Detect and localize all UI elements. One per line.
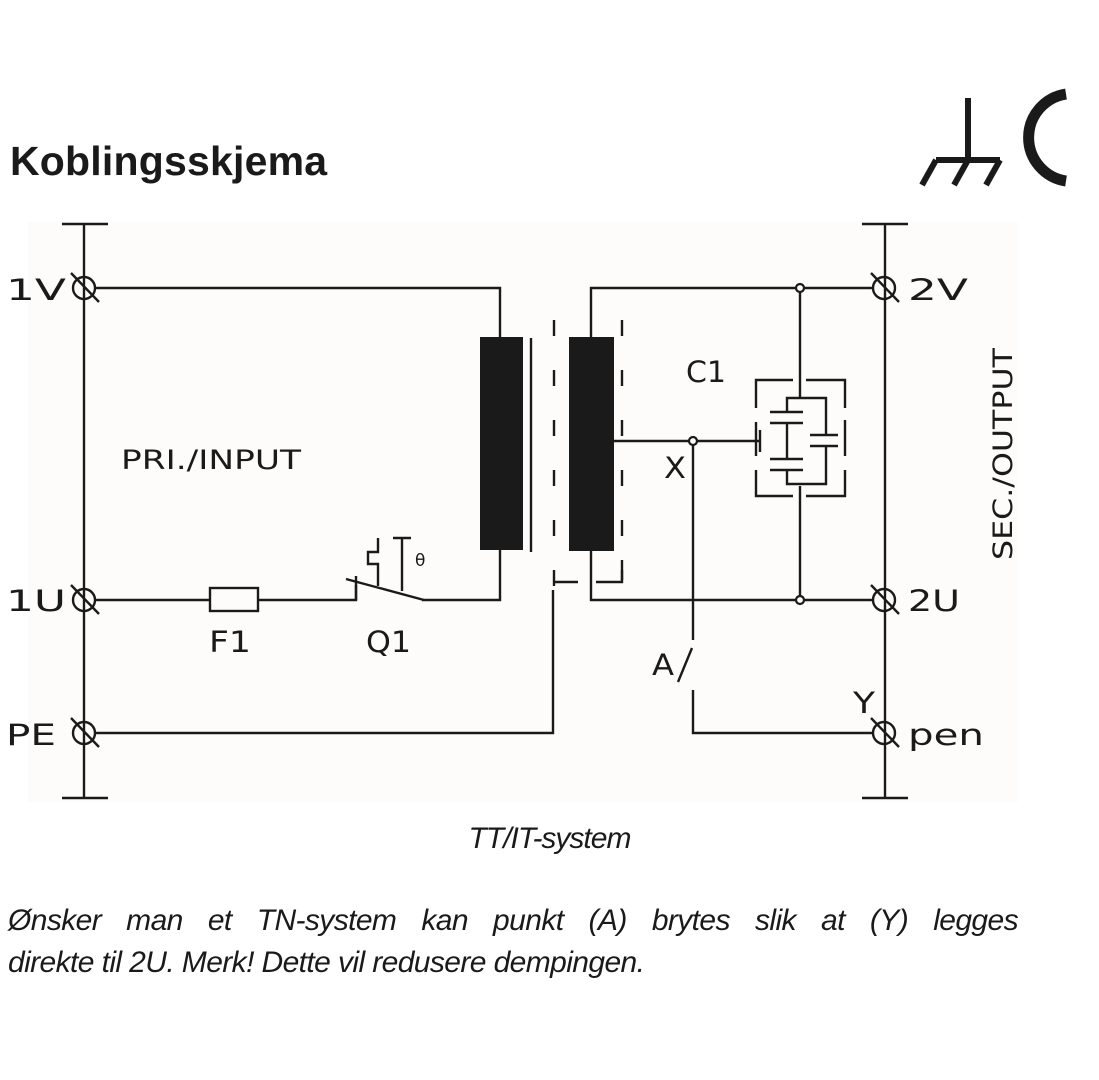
terminal-2v-screw <box>870 272 900 303</box>
fuse-label-f1: F1 <box>209 625 251 659</box>
primary-label: PRI./INPUT <box>121 445 302 476</box>
note-line-1: Ønsker man et TN-system kan punkt (A) br… <box>8 904 1019 937</box>
junction-dot <box>794 282 806 294</box>
page-title: Koblingsskjema <box>10 138 328 184</box>
right-terminal-rail <box>862 222 908 800</box>
point-label-a: A <box>652 648 674 682</box>
c-mark-icon <box>1023 88 1068 187</box>
capacitor-c1-symbol <box>754 378 847 498</box>
note-paragraph: Ønsker man et TN-system kan punkt (A) br… <box>8 900 1019 984</box>
fuse-f1-symbol <box>208 586 260 613</box>
break-point-a-marker <box>676 647 694 683</box>
secondary-winding <box>569 337 614 551</box>
terminal-1u-screw <box>70 584 100 615</box>
wiring-schematic: 1V 1U PE 2V 2U pen F1 Q1 C1 X A Y PRI./I… <box>6 222 1019 802</box>
diagram-caption: TT/IT-system <box>468 822 632 855</box>
chassis-earth-icon <box>919 98 1003 187</box>
junction-node-x <box>687 435 699 447</box>
primary-winding <box>480 337 523 550</box>
capacitor-label-c1: C1 <box>686 355 726 389</box>
terminal-label-pe: PE <box>6 718 56 752</box>
secondary-label: SEC./OUTPUT <box>988 347 1019 560</box>
note-line-2: direkte til 2U. Merk! Dette vil redusere… <box>8 946 645 979</box>
node-label-x: X <box>664 451 686 485</box>
terminal-1v-screw <box>70 272 100 303</box>
transformer-shields <box>529 320 624 590</box>
terminal-label-2u: 2U <box>908 584 960 618</box>
terminal-label-1u: 1U <box>6 584 66 618</box>
terminal-2u-screw <box>870 584 900 615</box>
left-terminal-rail <box>62 222 108 800</box>
junction-dot <box>794 594 806 606</box>
terminal-pe-screw <box>70 717 100 748</box>
breaker-label-q1: Q1 <box>366 625 411 659</box>
node-label-y: Y <box>852 686 876 720</box>
secondary-wires <box>589 286 873 735</box>
terminal-label-1v: 1V <box>6 273 66 307</box>
terminal-label-pen: pen <box>908 718 984 752</box>
terminal-label-2v: 2V <box>908 273 968 307</box>
header-symbols <box>919 88 1068 187</box>
thermal-symbol-theta: θ <box>415 551 425 571</box>
breaker-q1-symbol <box>345 536 425 602</box>
terminal-pen-screw <box>870 717 900 748</box>
